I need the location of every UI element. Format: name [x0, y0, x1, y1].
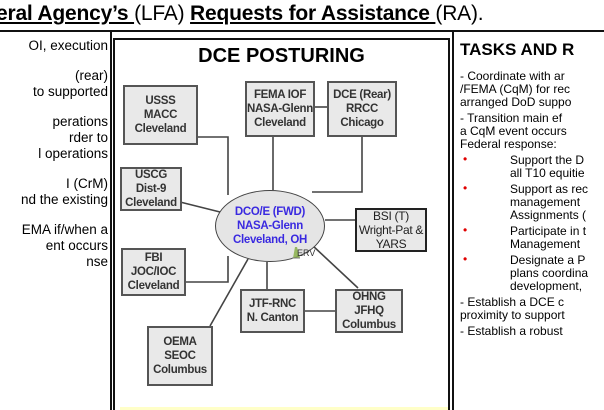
bullet-icon: •	[463, 223, 468, 237]
node-label-line: FEMA IOF	[253, 89, 307, 101]
tasks-column: TASKS AND R - Coordinate with ar/FEMA (C…	[457, 40, 604, 341]
dce-posturing-panel	[113, 38, 450, 410]
left-text-block: I (CrM)nd the existing	[0, 176, 108, 208]
node-label-line: YARS	[375, 237, 407, 251]
node-label-line: Cleveland	[134, 123, 187, 135]
tasks-para-4: - Establish a robust	[460, 325, 604, 338]
left-text-line: perations	[52, 114, 108, 129]
bullet-icon: •	[463, 252, 468, 266]
node-label-line: JTF-RNC	[248, 298, 297, 310]
connector-ohng-hub	[311, 244, 359, 289]
node-label-line: Columbus	[342, 319, 396, 331]
node-ohng-jfhq: OHNG JFHQ Columbus	[335, 289, 403, 333]
tasks-bullet-line: Designate a P	[510, 253, 586, 267]
tasks-title: TASKS AND R	[460, 40, 575, 59]
node-bsi: BSI (T)Wright-Pat &YARS	[355, 208, 427, 252]
node-label-line: N. Canton	[246, 312, 299, 324]
tasks-text-line: Federal response:	[460, 137, 557, 151]
tasks-text-line: - Establish a robust	[460, 324, 563, 338]
tasks-bullet-line: management	[510, 195, 581, 209]
erv-label: ERV	[297, 248, 316, 258]
tasks-bullet-line: Assignments (	[510, 208, 587, 222]
node-label-line: OHNG JFHQ	[352, 291, 386, 317]
tasks-text-line: /FEMA (CqM) for rec	[460, 82, 571, 96]
node-label-line: BSI (T)	[373, 209, 409, 223]
left-text-line: rder to	[68, 130, 108, 145]
left-text-line: nd the existing	[20, 192, 108, 207]
tasks-text-line: - Establish a DCE c	[460, 295, 565, 309]
erv-vehicle-icon	[292, 247, 300, 259]
node-label-line: Cleveland	[127, 280, 180, 292]
left-text-line: (rear)	[75, 68, 108, 83]
left-text-line: l operations	[38, 146, 108, 161]
connector-uscg-hub	[179, 201, 221, 213]
node-dce-rear: DCE (Rear) RRCC Chicago	[327, 81, 397, 137]
dce-posturing-title: DCE POSTURING	[198, 45, 365, 67]
node-label-line: DCE (Rear)	[333, 89, 391, 101]
tasks-bullet-line: Support as rec	[510, 182, 589, 196]
node-label-line: Chicago	[340, 117, 384, 129]
left-text-line: EMA if/when a	[21, 222, 108, 237]
left-text-line: I (CrM)	[66, 176, 108, 191]
node-label-line: Columbus	[153, 364, 207, 376]
tasks-text-line: proximity to support	[460, 308, 565, 322]
tasks-bullet-line: all T10 equitie	[510, 166, 585, 180]
tasks-bullet-line: Management	[510, 237, 581, 251]
header-divider	[0, 30, 604, 32]
page-title: eral Agency’s (LFA) Requests for Assista…	[0, 2, 484, 25]
left-text-line: to supported	[32, 84, 108, 99]
tasks-text-line: - Transition main ef	[460, 111, 563, 125]
node-oema-seoc: OEMA SEOC Columbus	[147, 326, 213, 386]
tasks-text-line: a CqM event occurs	[460, 124, 567, 138]
connector-fbi-hub	[180, 256, 229, 283]
node-label-line: NASA-Glenn	[247, 103, 314, 115]
tasks-text-line: arranged DoD suppo	[460, 95, 572, 109]
node-label-line: USCG Dist-9	[134, 169, 168, 195]
left-text-block: (rear)to supported	[0, 68, 108, 100]
tasks-bullet-line: Participate in t	[510, 224, 587, 238]
node-label-line: RRCC	[345, 103, 379, 115]
node-dcoe-fwd-hub: DCO/E (FWD) NASA-Glenn Cleveland, OH	[215, 190, 325, 262]
node-fbi-joc: FBI JOC/IOC Cleveland	[121, 248, 186, 296]
bullet-icon: •	[463, 181, 468, 195]
bullet-icon: •	[463, 152, 468, 166]
tasks-bullet-line: development,	[510, 279, 583, 293]
column-divider-left	[110, 31, 112, 410]
node-label-line: Wright-Pat &	[358, 223, 424, 237]
node-label-line: Cleveland	[254, 117, 306, 129]
node-label-line: OEMA	[163, 336, 197, 348]
left-text-block: OI, execution	[0, 38, 108, 54]
node-usss-macc: USSS MACC Cleveland	[123, 85, 198, 145]
connector-dcerear-hub	[312, 136, 363, 193]
node-label-line: USSS	[145, 95, 176, 107]
connector-usss-hub	[197, 136, 229, 195]
node-label-line: Cleveland	[125, 197, 177, 209]
tasks-bullet-line: Support the D	[510, 153, 585, 167]
node-label-line: SEOC	[164, 350, 196, 362]
left-text-line: OI, execution	[28, 38, 108, 53]
tasks-text-line: - Coordinate with ar	[460, 69, 565, 83]
left-column-text: OI, execution (rear)to supported perations…	[0, 38, 108, 284]
connector-oema-hub	[209, 258, 249, 327]
highlight-bar	[120, 407, 448, 410]
left-text-line: nse	[86, 254, 108, 269]
left-text-line: ent occurs	[45, 238, 108, 253]
node-label-line: FBI JOC/IOC	[130, 252, 177, 278]
node-label-line: MACC	[143, 109, 178, 121]
node-jtf-rnc: JTF-RNC N. Canton	[240, 289, 305, 333]
tasks-bullet-line: plans coordina	[510, 266, 589, 280]
column-divider-right	[452, 31, 454, 410]
